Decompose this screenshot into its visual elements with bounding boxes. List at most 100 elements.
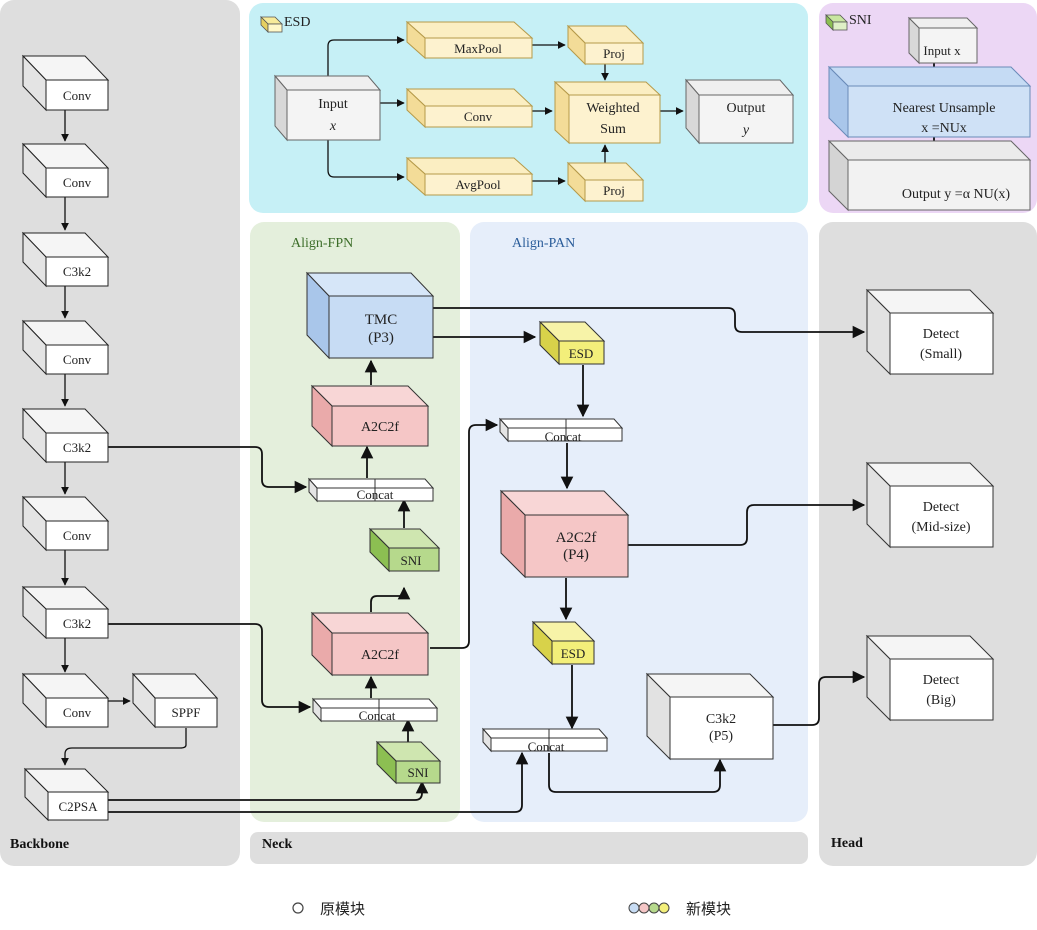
svg-text:Concat: Concat bbox=[359, 708, 396, 723]
svg-text:y: y bbox=[741, 123, 750, 138]
svg-text:SPPF: SPPF bbox=[172, 705, 201, 720]
svg-text:Conv: Conv bbox=[63, 705, 92, 720]
svg-text:Output y =α NU(x): Output y =α NU(x) bbox=[902, 187, 1011, 202]
svg-text:Weighted: Weighted bbox=[586, 101, 639, 116]
esd-conv-box: Conv bbox=[405, 87, 534, 129]
detect-mid-box: Detect (Mid-size) bbox=[865, 461, 995, 549]
svg-text:x =NUx: x =NUx bbox=[921, 121, 967, 136]
svg-text:Concat: Concat bbox=[357, 487, 394, 502]
svg-text:(P5): (P5) bbox=[709, 729, 733, 744]
svg-text:SNI: SNI bbox=[408, 765, 429, 780]
align-pan-label: Align-PAN bbox=[512, 236, 575, 251]
head-label: Head bbox=[831, 836, 863, 851]
svg-text:Concat: Concat bbox=[528, 739, 565, 754]
esd-proj-top-box: Proj bbox=[566, 24, 645, 66]
svg-text:C3k2: C3k2 bbox=[63, 616, 91, 631]
backbone-conv-4: Conv bbox=[21, 495, 110, 552]
fpn-concat-bottom-box: Concat bbox=[311, 697, 439, 723]
fpn-a2c2f-bottom-box: A2C2f bbox=[310, 611, 430, 677]
esd-proj-bottom-box: Proj bbox=[566, 161, 645, 203]
esd-title: ESD bbox=[284, 15, 310, 30]
svg-text:A2C2f: A2C2f bbox=[361, 648, 399, 663]
svg-text:C3k2: C3k2 bbox=[63, 440, 91, 455]
svg-text:Conv: Conv bbox=[63, 528, 92, 543]
backbone-conv-5: Conv bbox=[21, 672, 110, 729]
legend-original-label: 原模块 bbox=[320, 900, 365, 918]
svg-text:(Mid-size): (Mid-size) bbox=[911, 520, 970, 535]
fpn-sni-bottom-box: SNI bbox=[375, 740, 442, 785]
svg-text:Output: Output bbox=[727, 101, 766, 116]
esd-weighted-sum-box: Weighted Sum bbox=[553, 80, 662, 145]
esd-input-box: Input x bbox=[273, 74, 382, 142]
svg-text:Sum: Sum bbox=[600, 122, 626, 137]
svg-text:Conv: Conv bbox=[63, 88, 92, 103]
pan-concat-bottom-box: Concat bbox=[481, 727, 609, 754]
fpn-sni-top-box: SNI bbox=[368, 527, 441, 573]
sni-input-box: Input x bbox=[907, 16, 979, 65]
svg-text:(P4): (P4) bbox=[563, 547, 589, 563]
legend: 原模块 新模块 bbox=[292, 900, 731, 918]
legend-new-circle-green bbox=[648, 902, 660, 914]
esd-output-box: Output y bbox=[684, 78, 795, 145]
backbone-c3k2-1: C3k2 bbox=[21, 231, 110, 288]
backbone-conv-3: Conv bbox=[21, 319, 110, 376]
svg-text:Detect: Detect bbox=[923, 500, 960, 515]
svg-text:C2PSA: C2PSA bbox=[58, 799, 98, 814]
align-pan-panel bbox=[470, 222, 808, 822]
svg-text:AvgPool: AvgPool bbox=[455, 177, 501, 192]
svg-text:Conv: Conv bbox=[63, 175, 92, 190]
svg-text:ESD: ESD bbox=[561, 646, 586, 661]
backbone-c3k2-2: C3k2 bbox=[21, 407, 110, 464]
neck-bar bbox=[250, 832, 808, 864]
legend-new-circle-blue bbox=[628, 902, 640, 914]
sni-cube-icon bbox=[825, 14, 848, 31]
backbone-label: Backbone bbox=[10, 837, 69, 852]
pan-esd-top-box: ESD bbox=[538, 320, 606, 366]
backbone-conv-2: Conv bbox=[21, 142, 110, 199]
svg-text:TMC: TMC bbox=[365, 312, 398, 328]
backbone-sppf: SPPF bbox=[131, 672, 219, 729]
svg-text:Detect: Detect bbox=[923, 673, 960, 688]
svg-text:C3k2: C3k2 bbox=[706, 712, 736, 727]
svg-text:Conv: Conv bbox=[63, 352, 92, 367]
svg-text:Input: Input bbox=[318, 97, 348, 112]
svg-text:Proj: Proj bbox=[603, 183, 625, 198]
backbone-conv-1: Conv bbox=[21, 54, 110, 112]
pan-c3k2-p5-box: C3k2 (P5) bbox=[645, 672, 775, 761]
sni-nearest-unsample-box: Nearest Unsample x =NUx bbox=[827, 65, 1032, 139]
svg-text:C3k2: C3k2 bbox=[63, 264, 91, 279]
pan-esd-bottom-box: ESD bbox=[531, 620, 596, 666]
svg-text:Conv: Conv bbox=[464, 109, 493, 124]
legend-new-circle-pink bbox=[638, 902, 650, 914]
backbone-c2psa: C2PSA bbox=[23, 767, 110, 822]
sni-output-box: Output y =α NU(x) bbox=[827, 139, 1032, 212]
svg-text:(P3): (P3) bbox=[368, 330, 394, 346]
backbone-c3k2-3: C3k2 bbox=[21, 585, 110, 640]
fpn-a2c2f-top-box: A2C2f bbox=[310, 384, 430, 448]
detect-big-box: Detect (Big) bbox=[865, 634, 995, 722]
svg-text:SNI: SNI bbox=[401, 553, 422, 568]
align-fpn-label: Align-FPN bbox=[291, 236, 353, 251]
svg-text:(Big): (Big) bbox=[926, 693, 956, 708]
legend-new-label: 新模块 bbox=[686, 900, 731, 918]
fpn-concat-top-box: Concat bbox=[307, 477, 435, 503]
svg-text:Nearest Unsample: Nearest Unsample bbox=[892, 101, 995, 116]
sni-title: SNI bbox=[849, 13, 872, 28]
svg-text:Detect: Detect bbox=[923, 327, 960, 342]
svg-text:Concat: Concat bbox=[545, 429, 582, 444]
esd-maxpool-box: MaxPool bbox=[405, 20, 534, 60]
svg-text:x: x bbox=[329, 119, 337, 134]
neck-label: Neck bbox=[262, 837, 293, 852]
esd-avgpool-box: AvgPool bbox=[405, 156, 534, 197]
fpn-tmc-box: TMC (P3) bbox=[305, 271, 435, 360]
detect-small-box: Detect (Small) bbox=[865, 288, 995, 376]
legend-new-circle-yellow bbox=[658, 902, 670, 914]
svg-text:A2C2f: A2C2f bbox=[361, 420, 399, 435]
legend-original-circle-icon bbox=[292, 902, 304, 914]
pan-a2c2f-p4-box: A2C2f (P4) bbox=[499, 489, 630, 579]
svg-text:ESD: ESD bbox=[569, 346, 594, 361]
backbone-panel bbox=[0, 0, 240, 866]
esd-cube-icon bbox=[260, 16, 283, 33]
svg-text:MaxPool: MaxPool bbox=[454, 41, 502, 56]
